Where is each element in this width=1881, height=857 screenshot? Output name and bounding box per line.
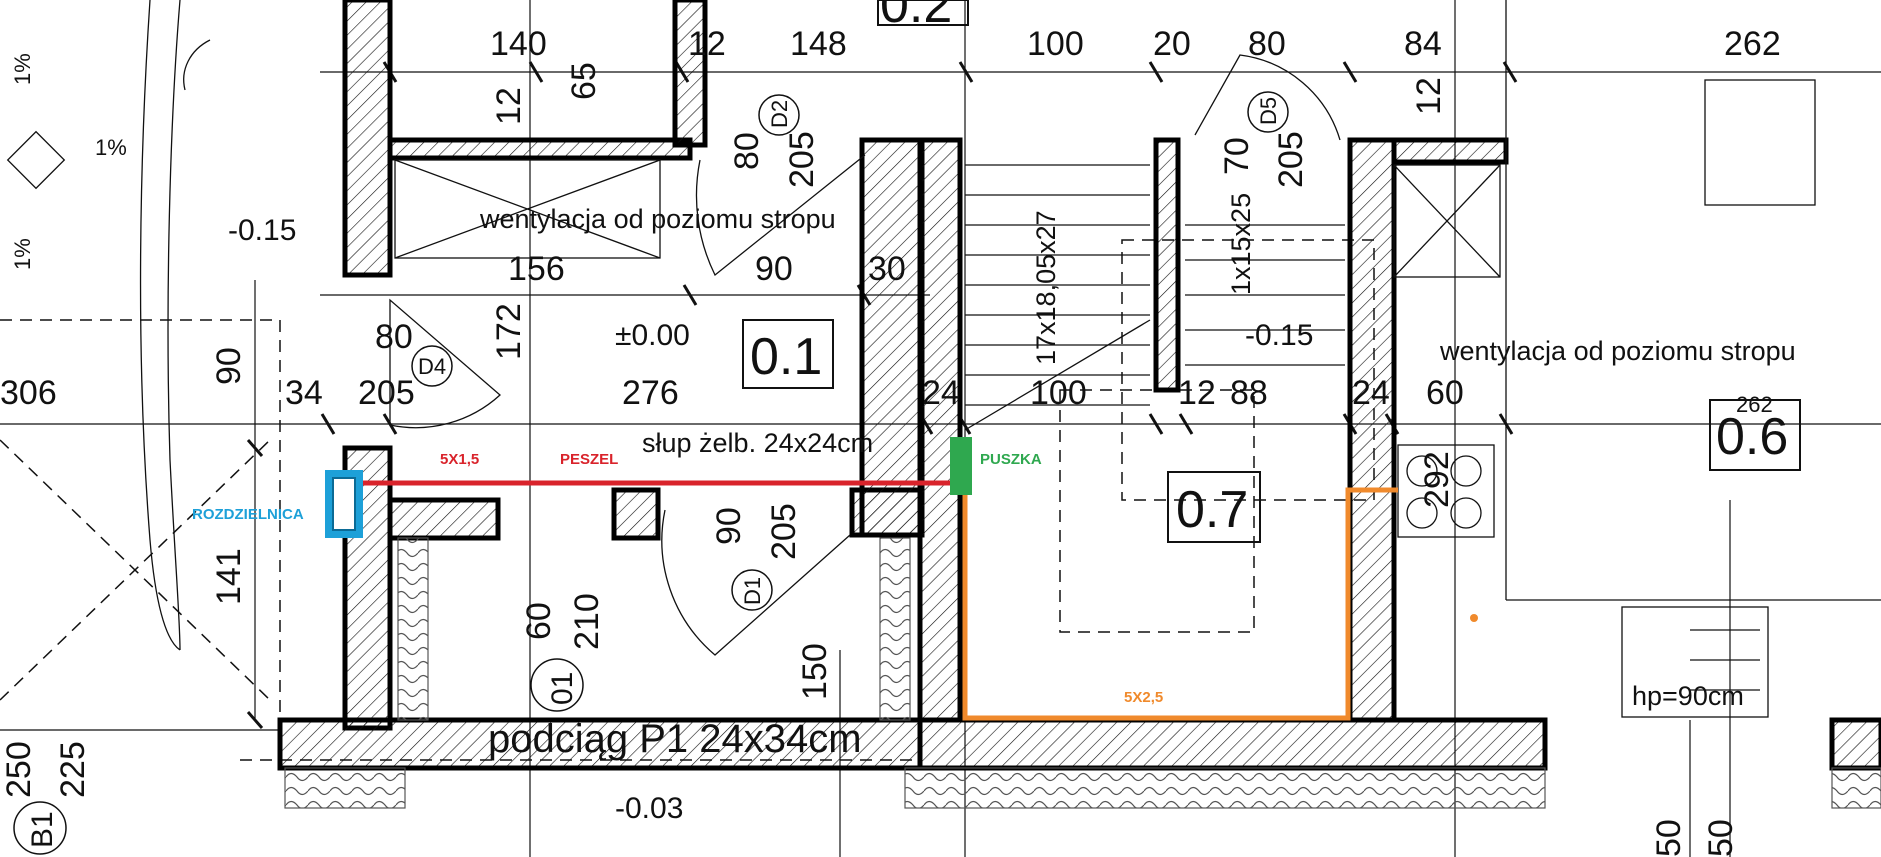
stairs-label: 17x18,05x27 [1031, 210, 1061, 365]
dim-vert-7: 225 [54, 741, 92, 798]
room-label-0-6: 0.6 [1716, 408, 1788, 466]
door-d2-width: 80 [728, 132, 766, 170]
dim-top-0: 140 [490, 25, 547, 63]
dim-top-5: 80 [1248, 25, 1286, 63]
window-01-height: 210 [568, 593, 606, 650]
kitchen [1397, 0, 1881, 718]
door-d4-width: 80 [375, 318, 413, 356]
slope-2: 1% [95, 135, 127, 160]
hp-label: hp=90cm [1632, 681, 1744, 711]
b1-label: B1 [26, 811, 59, 848]
door-swings [389, 54, 1341, 656]
level-015a: -0.15 [228, 214, 296, 247]
dim-vert-5: 150 [796, 643, 834, 700]
door-d1-width: 90 [710, 507, 748, 545]
dim-vert-6: 250 [0, 741, 38, 798]
dim-vert-3: 90 [210, 347, 248, 385]
door-d2: D2 [767, 100, 792, 128]
junction-box [950, 437, 972, 495]
dim-top-7: 262 [1724, 25, 1781, 63]
level-003: -0.03 [615, 792, 683, 825]
window-ref-label: 01 [546, 672, 579, 705]
slope-3: 1% [10, 238, 35, 270]
door-circles [13, 91, 1289, 855]
window-01-width: 60 [520, 602, 558, 640]
dim-vert-0: 65 [565, 62, 603, 100]
door-d5-height: 205 [1272, 131, 1310, 188]
stairs-label-2: 1x15x25 [1226, 193, 1256, 295]
label-cable-orange: 5X2,5 [1124, 689, 1163, 706]
walls [277, 0, 1881, 771]
dim-vert-4: 141 [210, 548, 248, 605]
room-label-0-1: 0.1 [750, 328, 822, 386]
door-d4: D4 [418, 354, 446, 379]
door-d1: D1 [740, 577, 765, 605]
dim-small-262: 262 [1736, 392, 1773, 417]
dim-vert-10: 292 [1418, 451, 1456, 508]
slope-1: 1% [10, 53, 35, 85]
dim-row2-1: 90 [755, 250, 793, 288]
dim-row3-0: 306 [0, 374, 57, 412]
vent-label-right: wentylacja od poziomu stropu [1439, 336, 1796, 366]
room-label-0-2: 0.2 [880, 0, 952, 34]
label-cable-red: 5X1,5 [440, 451, 479, 468]
dim-top-4: 20 [1153, 25, 1191, 63]
dim-row2-0: 156 [508, 250, 565, 288]
staircase [964, 164, 1345, 431]
dim-row3-5: 12 [1178, 374, 1216, 412]
door-d2-height: 205 [783, 131, 821, 188]
beam-label: podciąg P1 24x34cm [488, 717, 862, 761]
dim-top-3: 100 [1027, 25, 1084, 63]
orange-cable [962, 483, 1398, 721]
dim-vert-8: 50 [1650, 819, 1688, 857]
car-outline [6, 0, 211, 651]
dim-row3-6: 88 [1230, 374, 1268, 412]
dim-vert-9: 50 [1702, 819, 1740, 857]
vent-shafts [394, 159, 1501, 278]
insulation [284, 537, 1881, 809]
dim-vert-2: 172 [490, 303, 528, 360]
vent-label-left: wentylacja od poziomu stropu [479, 204, 836, 234]
room-label-0-7: 0.7 [1176, 481, 1248, 539]
dim-row3-3: 24 [922, 374, 960, 412]
door-d5: D5 [1256, 97, 1281, 125]
dim-top-2: 148 [790, 25, 847, 63]
dim-row3-1: 34 [285, 374, 323, 412]
dim-top-6: 84 [1404, 25, 1442, 63]
column-label: słup żelb. 24x24cm [642, 428, 873, 458]
label-rozdzielnica: ROZDZIELNICA [192, 506, 304, 523]
label-puszka: PUSZKA [980, 451, 1042, 468]
level-000: ±0.00 [615, 319, 690, 352]
dim-row3-7: 24 [1352, 374, 1390, 412]
level-015b: -0.15 [1245, 319, 1313, 352]
label-peszel: PESZEL [560, 451, 618, 468]
door-d4-height: 205 [358, 374, 415, 412]
door-d5-width: 70 [1218, 137, 1256, 175]
dim-row2-2: 30 [868, 250, 906, 288]
dim-vert-1: 12 [490, 87, 528, 125]
dim-vert-11: 12 [1410, 77, 1448, 115]
dim-row3-8: 60 [1426, 374, 1464, 412]
dim-row3-4: 100 [1030, 374, 1087, 412]
dim-row3-2: 276 [622, 374, 679, 412]
door-d1-height: 205 [765, 503, 803, 560]
dim-top-1: 12 [688, 25, 726, 63]
room-boxes [742, 0, 1801, 543]
